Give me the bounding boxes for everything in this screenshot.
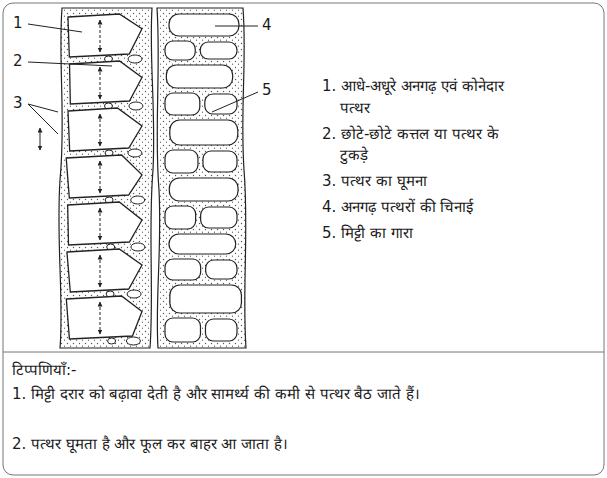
rubble-stone xyxy=(169,14,239,36)
small-stone-piece xyxy=(131,196,145,204)
rubble-stone xyxy=(201,207,237,228)
small-stone-piece xyxy=(131,243,145,251)
rubble-stone xyxy=(165,318,200,342)
angular-stone xyxy=(68,14,142,57)
callout-number: 4 xyxy=(262,15,276,37)
angular-stone xyxy=(66,296,142,339)
rubble-stone xyxy=(165,206,196,229)
legend-item: 3. पत्थर का घूमना xyxy=(322,171,530,193)
small-stone-piece xyxy=(128,149,142,157)
movement-arrow xyxy=(100,20,101,52)
callout-number: 5 xyxy=(262,80,276,102)
rubble-stone xyxy=(206,260,237,279)
angular-stone xyxy=(66,155,142,198)
legend-item: 5. मिट्टी का गारा xyxy=(322,223,530,245)
movement-arrow xyxy=(100,67,101,99)
rubble-stone xyxy=(205,319,237,341)
movement-arrow xyxy=(100,302,101,334)
rubble-stone xyxy=(166,65,232,88)
legend-item: 4. अनगढ़ पत्थरों की चिनाई xyxy=(322,197,530,219)
rubble-stone xyxy=(170,285,242,313)
note-text: 1. मिट्टी दरार को बढ़ावा देती है और सामर… xyxy=(12,384,607,406)
rubble-stone xyxy=(165,259,201,280)
small-stone-piece xyxy=(108,338,116,344)
small-stone-piece xyxy=(127,290,141,298)
note-text: 2. पत्थर घूमता है और फूल कर बाहर आ जाता … xyxy=(12,434,607,456)
rubble-stone xyxy=(165,150,198,173)
rubble-stone xyxy=(169,178,238,201)
movement-arrow xyxy=(100,161,101,193)
rubble-stone xyxy=(169,234,236,254)
movement-arrow xyxy=(100,208,101,240)
rubble-stone xyxy=(205,94,237,114)
angular-stone xyxy=(70,61,142,104)
small-stone-piece xyxy=(128,55,142,63)
angular-stone xyxy=(68,108,142,151)
movement-arrow xyxy=(100,255,101,287)
rubble-stone xyxy=(203,151,237,172)
small-stone-piece xyxy=(126,337,140,345)
angular-stone xyxy=(68,202,142,245)
angular-stone xyxy=(67,249,142,292)
callout-number: 1 xyxy=(13,13,27,35)
left-wall xyxy=(59,8,154,348)
notes-heading: टिप्पणियाँ:- xyxy=(12,360,212,382)
movement-arrow xyxy=(100,114,101,146)
legend-item: 1. आधे-अधूरे अनगढ़ एवं कोनेदार पत्थर xyxy=(322,76,530,120)
rubble-stone xyxy=(200,42,237,59)
callout-number: 3 xyxy=(13,93,27,115)
rotation-arrows xyxy=(40,128,41,150)
rubble-stone xyxy=(165,93,200,115)
callout-number: 2 xyxy=(13,51,27,73)
rubble-stone xyxy=(165,41,195,60)
legend-item: 2. छोटे-छोटे कत्तल या पत्थर के टुकड़े xyxy=(322,124,530,168)
leader-lines xyxy=(28,24,258,134)
small-stone-piece xyxy=(129,102,143,110)
rubble-stone xyxy=(170,120,238,145)
right-wall xyxy=(157,8,246,348)
